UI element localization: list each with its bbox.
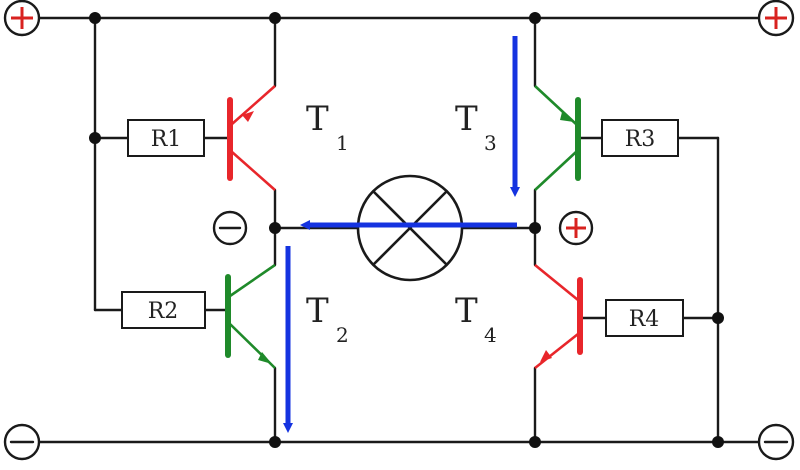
terminal-mid-right: + [558,210,594,246]
r1-label: R1 [151,127,182,152]
t4-subscript: 4 [484,323,497,347]
terminal-bottom-right: − [757,423,795,461]
t2-letter: T [306,291,329,331]
t3-emitter [534,151,577,191]
terminal-mid-left: − [212,210,248,246]
r3-label: R3 [625,127,656,152]
t3-letter: T [455,99,478,139]
t4-arrow-icon [540,350,552,362]
t1-collector [231,151,276,191]
t2-emitter-arrow-icon [258,352,272,364]
label-t2: T 2 [306,291,349,347]
terminal-bottom-left: − [3,423,41,461]
resistor-r3: R3 [601,119,679,157]
label-t4: T 4 [455,291,497,347]
resistor-r2: R2 [121,291,206,329]
t4-upper-lead [534,263,579,302]
resistor-r4: R4 [605,299,684,337]
t2-subscript: 2 [336,323,349,347]
lamp-icon [356,174,464,282]
t3-collector [534,85,577,125]
junction-nodes [89,12,724,448]
t4-lower-lead [534,332,579,370]
r4-label: R4 [629,307,660,332]
t1-emitter [231,85,276,125]
t1-letter: T [306,99,329,139]
label-t1: T 1 [306,99,349,155]
t3-arrow-icon [560,112,574,122]
terminal-top-right: + [757,0,795,37]
t1-emitter-arrow-icon [242,111,254,122]
r2-label: R2 [148,299,179,324]
transistor-t2 [203,263,276,369]
resistor-r1: R1 [127,119,205,157]
t4-letter: T [455,291,478,331]
transistor-t3 [534,85,604,191]
transistor-t4 [534,263,608,370]
terminal-top-left: + [3,0,41,37]
transistor-t1 [202,85,276,191]
t3-subscript: 3 [484,131,497,155]
label-t3: T 3 [455,99,497,155]
t1-subscript: 1 [336,131,349,155]
t2-collector [229,263,276,298]
